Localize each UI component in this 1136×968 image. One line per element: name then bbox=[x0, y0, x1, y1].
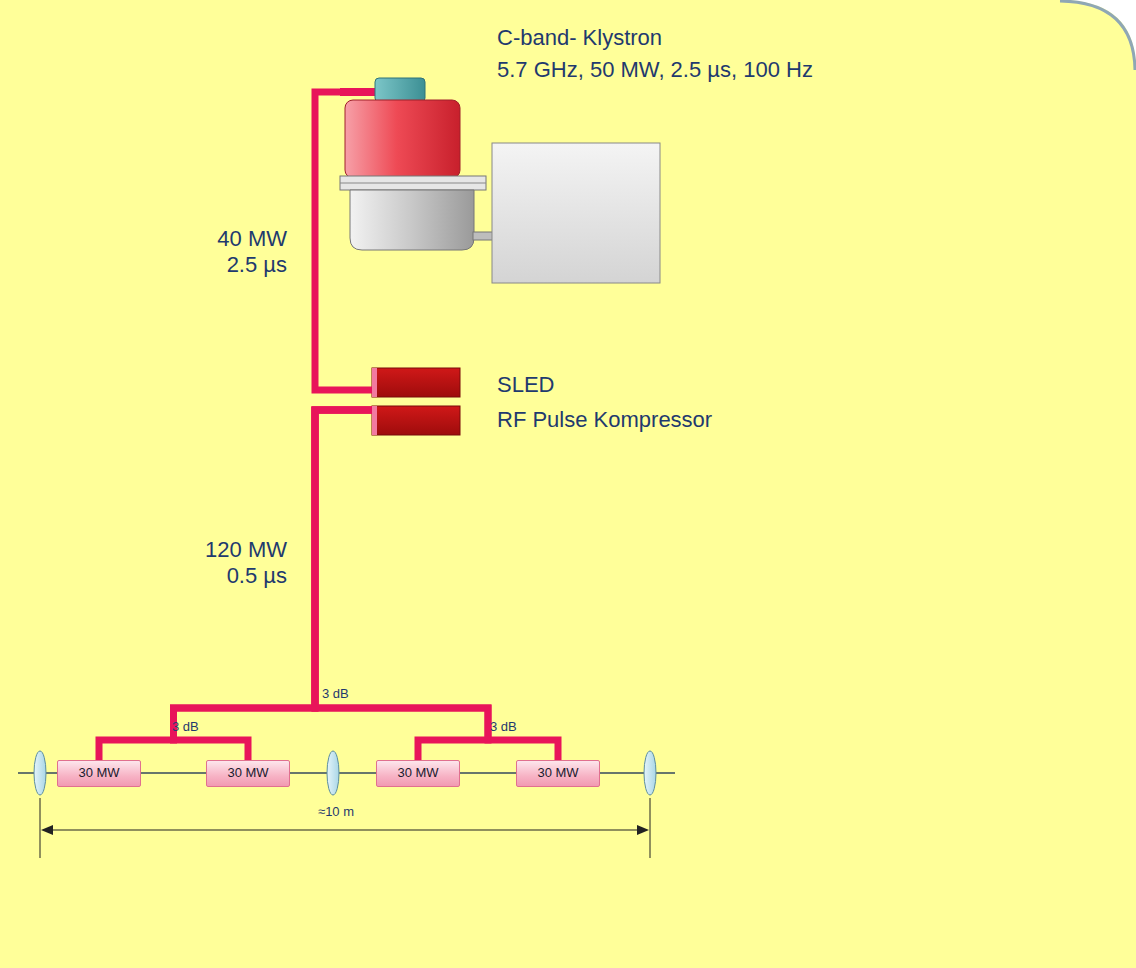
dimension-tick bbox=[650, 798, 651, 858]
klystron-rod bbox=[473, 232, 493, 240]
power-value: 30 MW bbox=[217, 765, 279, 782]
pulse-power: 40 MW 2.5 µs bbox=[203, 226, 287, 279]
pulse-power: 120 MW 0.5 µs bbox=[205, 537, 287, 590]
dimension-arrowhead bbox=[637, 825, 649, 835]
klystron-body bbox=[345, 100, 460, 178]
power-value: 30 MW bbox=[387, 765, 449, 782]
sled-cavity bbox=[372, 406, 460, 435]
klystron-cap bbox=[375, 78, 425, 102]
pulse-compressor: SLEDRF Pulse Kompressor bbox=[372, 368, 460, 436]
panel-border bbox=[1060, 1, 1135, 70]
waveguide bbox=[315, 410, 558, 760]
dimension-line bbox=[44, 829, 646, 830]
flange-line bbox=[340, 183, 486, 184]
klystron-flange bbox=[340, 176, 486, 190]
dimension-arrowhead bbox=[41, 825, 53, 835]
component-spec: 5.7 GHz, 50 MW, 2.5 µs, 100 Hz bbox=[497, 57, 813, 82]
component-spec: RF Pulse Kompressor bbox=[497, 407, 712, 432]
accelerating-structure: 30 MW bbox=[57, 760, 141, 787]
coupler-ratio: 3 dB bbox=[322, 686, 349, 702]
accelerating-structure: 30 MW bbox=[376, 760, 460, 787]
accelerating-structure: 30 MW bbox=[516, 760, 600, 787]
waveguide-stub bbox=[340, 88, 376, 96]
modulator-tank bbox=[492, 143, 660, 283]
coupler-ratio: 3 dB bbox=[172, 719, 199, 735]
component-name: SLED bbox=[497, 372, 554, 397]
focusing-lens bbox=[327, 751, 339, 795]
power-value: 30 MW bbox=[68, 765, 130, 782]
coupler-ratio: 3 dB bbox=[490, 719, 517, 735]
length-dimension: ≈10 m bbox=[318, 804, 354, 820]
sled-cavity bbox=[372, 368, 460, 397]
klystron-socket bbox=[350, 190, 474, 250]
waveguide bbox=[315, 92, 372, 390]
dimension-tick bbox=[40, 798, 41, 858]
sled-port bbox=[372, 406, 377, 435]
sled-port bbox=[372, 368, 377, 397]
component-name: C-band- Klystron bbox=[497, 25, 662, 50]
accelerating-structure: 30 MW bbox=[206, 760, 290, 787]
focusing-lens bbox=[644, 751, 656, 795]
focusing-lens bbox=[34, 751, 46, 795]
panel-corner bbox=[1060, 0, 1136, 70]
power-value: 30 MW bbox=[527, 765, 589, 782]
klystron: C-band- Klystron5.7 GHz, 50 MW, 2.5 µs, … bbox=[340, 78, 490, 250]
